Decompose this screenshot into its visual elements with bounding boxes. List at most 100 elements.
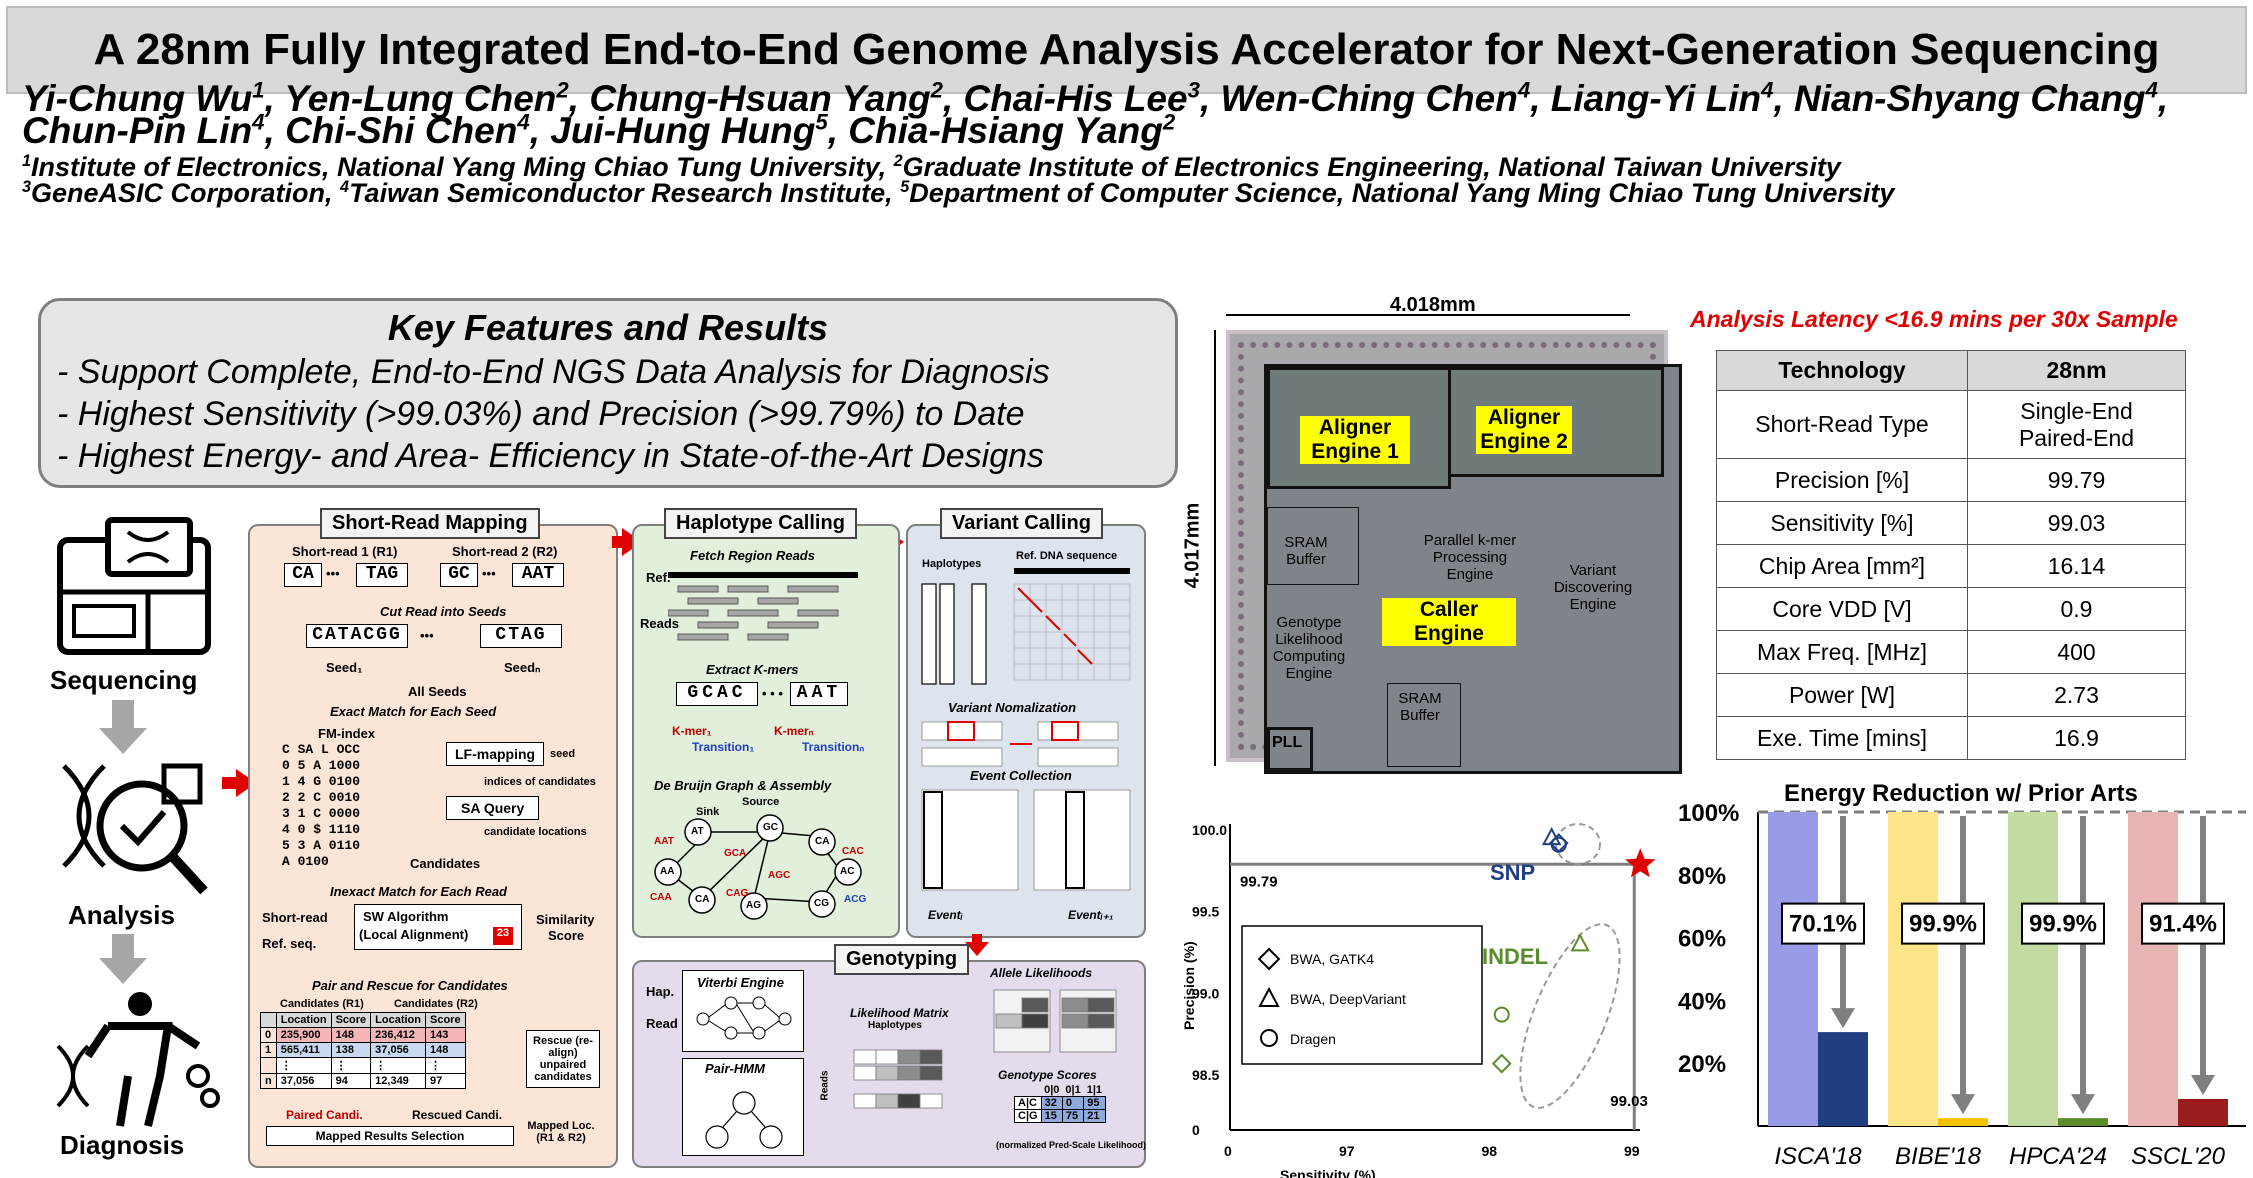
width-dimension-line bbox=[1226, 314, 1630, 316]
candidates-label: Candidates bbox=[410, 856, 481, 871]
indices-label: indices of candidates bbox=[484, 776, 596, 788]
key-feature-item: - Highest Energy- and Area- Efficiency i… bbox=[57, 437, 1045, 475]
this-work-bar bbox=[1938, 1118, 1988, 1126]
event-collection-step: Event Collection bbox=[970, 768, 1072, 783]
genotyping-title: Genotyping bbox=[834, 944, 970, 975]
legend-marker bbox=[1258, 986, 1280, 1007]
x-tick-label: 0 bbox=[1224, 1143, 1232, 1159]
spec-value: 0.9 bbox=[1967, 587, 2186, 631]
reduction-arrow-head bbox=[1831, 1008, 1855, 1029]
author-line-1: Yi-Chung Wu1, Yen-Lung Chen2, Chung-Hsua… bbox=[22, 78, 2168, 120]
haplotypes-axis-label: Haplotypes bbox=[868, 1020, 922, 1031]
fetch-step: Fetch Region Reads bbox=[690, 548, 815, 563]
fm-row: 2 2 C 0010 bbox=[282, 790, 361, 805]
dbg-edge-label: CAG bbox=[726, 888, 749, 899]
table-cell: 97 bbox=[425, 1073, 466, 1089]
red-flow-arrow bbox=[222, 777, 238, 789]
lf-mapping-box: LF-mapping bbox=[446, 742, 545, 766]
legend-label: Dragen bbox=[1290, 1031, 1336, 1047]
reduction-label-box bbox=[1781, 902, 1865, 945]
table-cell: A|C bbox=[1014, 1096, 1042, 1110]
seed-input-label: seed bbox=[550, 748, 576, 760]
table-cell: 0 bbox=[260, 1027, 277, 1043]
latency-text: Analysis Latency <16.9 mins per 30x Samp… bbox=[1690, 306, 2178, 332]
allele-likelihood-matrix bbox=[993, 989, 1117, 1053]
author-name: Yen-Lung Chen2, bbox=[284, 78, 590, 120]
table-cell: 236,412 bbox=[370, 1027, 426, 1043]
viterbi-label: Viterbi Engine bbox=[697, 975, 784, 990]
prior-bar bbox=[1768, 812, 1818, 1126]
fm-row: A 0100 bbox=[282, 854, 329, 869]
sram-buffer-block bbox=[1267, 507, 1359, 585]
legend-label: BWA, GATK4 bbox=[1290, 951, 1374, 967]
page-title: A 28nm Fully Integrated End-to-End Genom… bbox=[6, 6, 2247, 94]
parallel-kmer-label: Parallel k-mer Processing Engine bbox=[1423, 532, 1517, 583]
y-tick-label: 99.0 bbox=[1192, 985, 1219, 1001]
read-box: TAG bbox=[356, 563, 408, 587]
spec-header: Technology bbox=[1716, 350, 1968, 391]
legend-label: BWA, DeepVariant bbox=[1290, 991, 1406, 1007]
reduction-label: 99.9% bbox=[1909, 911, 1977, 938]
table-row: Precision [%]99.79 bbox=[1716, 458, 2186, 502]
y-tick-label: 98.5 bbox=[1192, 1067, 1219, 1083]
key-feature-item: - Support Complete, End-to-End NGS Data … bbox=[57, 353, 1050, 391]
event-collection-diagram bbox=[921, 789, 1131, 891]
author-name: Liang-Yi Lin4, bbox=[1550, 78, 1794, 120]
variant-discovering-label: Variant Discovering Engine bbox=[1553, 562, 1633, 613]
cand-r2-label: Candidates (R2) bbox=[394, 998, 478, 1010]
author-name: Yi-Chung Wu1, bbox=[22, 78, 285, 120]
spec-value: 400 bbox=[1967, 630, 2186, 674]
inexact-match-step: Inexact Match for Each Read bbox=[330, 884, 507, 899]
legend-marker bbox=[1260, 1029, 1278, 1047]
cand-header: Score bbox=[330, 1012, 372, 1028]
author-name: Wen-Ching Chen4, bbox=[1220, 78, 1551, 120]
table-cell: 138 bbox=[330, 1042, 372, 1058]
table-cell: 565,411 bbox=[275, 1042, 332, 1058]
x-tick-label: BIBE'18 bbox=[1895, 1143, 1982, 1170]
y-tick-label: 20% bbox=[1678, 1051, 1726, 1078]
table-row: Chip Area [mm²]16.14 bbox=[1716, 544, 2186, 588]
refdna-label: Ref. DNA sequence bbox=[1016, 550, 1118, 562]
genotype-engine-label: Genotype Likelihood Computing Engine bbox=[1272, 614, 1346, 682]
kmer-box: GCAC bbox=[676, 682, 758, 706]
red-flow-arrow bbox=[612, 536, 624, 548]
reduction-label-box bbox=[1901, 902, 1985, 945]
affiliation: 5Department of Computer Science, Nationa… bbox=[900, 178, 1895, 208]
source-label: Source bbox=[742, 796, 780, 808]
affiliation-line-2: 3GeneASIC Corporation, 4Taiwan Semicondu… bbox=[22, 178, 1894, 209]
table-cell: 95 bbox=[1083, 1096, 1106, 1110]
caller-engine-label: Caller Engine bbox=[1382, 598, 1516, 646]
table-row: Power [W]2.73 bbox=[1716, 673, 2186, 717]
event-i-label: Eventᵢ bbox=[928, 908, 963, 922]
sa-query-box: SA Query bbox=[446, 796, 540, 820]
sink-label: Sink bbox=[696, 806, 720, 818]
x-tick-label: ISCA'18 bbox=[1774, 1143, 1862, 1170]
viterbi-graph bbox=[696, 996, 792, 1040]
table-cell: n bbox=[260, 1073, 277, 1089]
table-cell: 235,900 bbox=[275, 1027, 332, 1043]
pair-hmm-box: Pair-HMM bbox=[682, 1058, 804, 1156]
affiliation: 1Institute of Electronics, National Yang… bbox=[22, 152, 894, 182]
spec-value: Single-End Paired-End bbox=[1967, 390, 2186, 459]
likelihood-matrix-label: Likelihood Matrix bbox=[850, 1006, 949, 1020]
table-cell bbox=[260, 1057, 277, 1074]
legend-marker bbox=[1257, 947, 1281, 971]
spec-label: Short-Read Type bbox=[1716, 390, 1968, 459]
normalization-step: Variant Nomalization bbox=[948, 700, 1077, 715]
affiliation: 3GeneASIC Corporation, bbox=[22, 178, 341, 208]
data-point bbox=[1570, 933, 1590, 952]
author-name: Chun-Pin Lin4, bbox=[22, 110, 286, 152]
height-dimension-line bbox=[1214, 330, 1216, 766]
fm-row: 0 5 A 1000 bbox=[282, 758, 361, 773]
data-point bbox=[1491, 1053, 1512, 1074]
key-features-title: Key Features and Results bbox=[387, 307, 829, 348]
fm-row: 3 1 C 0000 bbox=[282, 806, 361, 821]
table-row: Exe. Time [mins]16.9 bbox=[1716, 716, 2186, 760]
dots: ••• bbox=[482, 566, 496, 581]
short-read-input: Short-read bbox=[262, 910, 328, 925]
chip-height-label: 4.017mm bbox=[1181, 502, 1204, 589]
author-line-2: Chun-Pin Lin4, Chi-Shi Chen4, Jui-Hung H… bbox=[22, 110, 1175, 152]
dbg-node: GC bbox=[763, 822, 778, 833]
